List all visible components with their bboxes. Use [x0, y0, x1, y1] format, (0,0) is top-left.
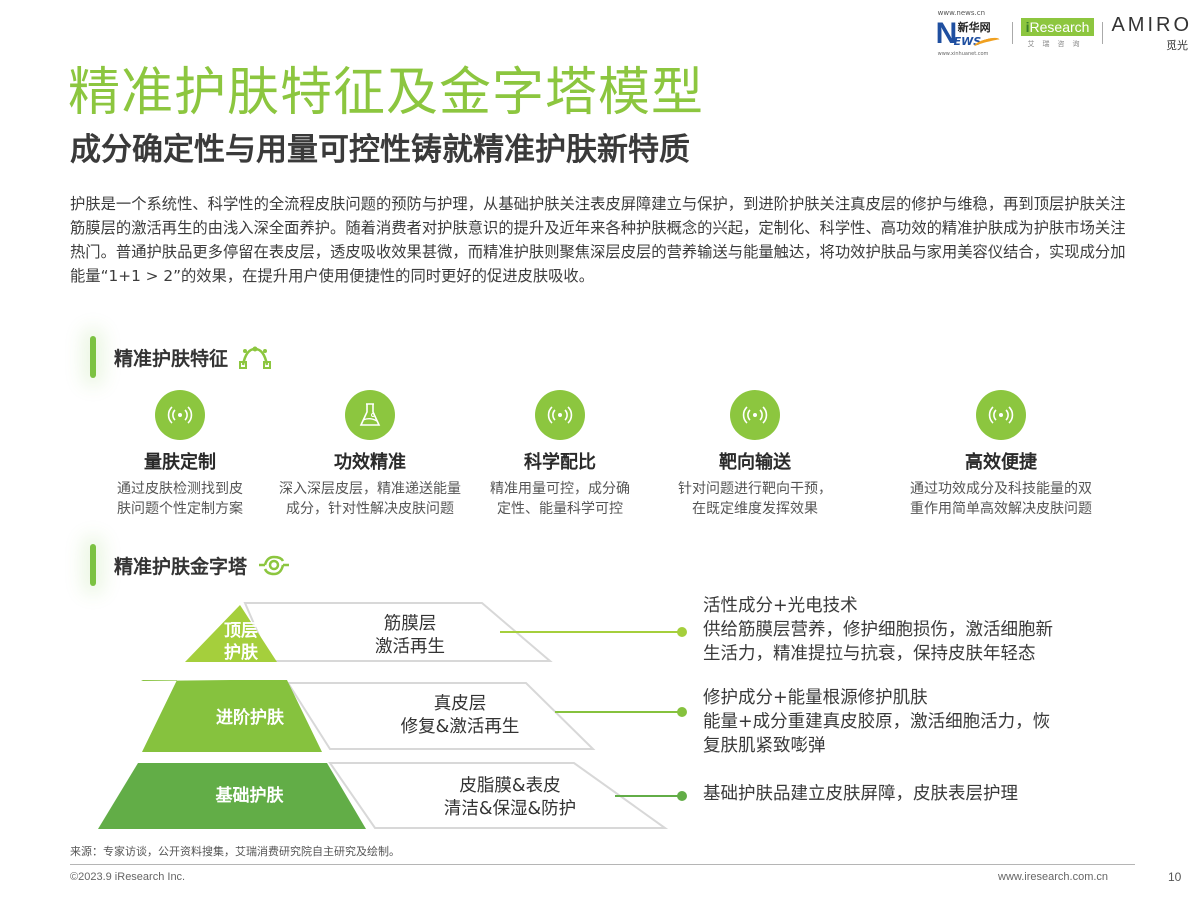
tier-label-text: 顶层	[224, 621, 258, 641]
layer-name: 真皮层	[433, 694, 487, 714]
layer-base: 皮脂膜&表皮 清洁&保湿&防护	[410, 775, 610, 821]
logo-news-ews: EWS	[953, 35, 982, 48]
features-section-heading: 精准护肤特征	[90, 335, 272, 379]
flask-icon	[345, 390, 395, 440]
tier-label-base: 基础护肤	[162, 785, 337, 807]
note-line: 修护成分+能量根源修护肌肤	[703, 688, 928, 708]
note-line: 生活力，精准提拉与抗衰，保持皮肤年轻态	[703, 644, 1036, 664]
pyramid-heading-text: 精准护肤金字塔	[114, 555, 248, 578]
feature-desc: 定性、能量科学可控	[497, 501, 623, 517]
feature-desc: 通过皮肤检测找到皮	[117, 481, 243, 497]
note-line: 供给筋膜层营养，修护细胞损伤，激活细胞新	[703, 620, 1053, 640]
feature-desc: 通过功效成分及科技能量的双	[910, 481, 1092, 497]
features-row: 量肤定制 通过皮肤检测找到皮肤问题个性定制方案 功效精准 深入深层皮层，精准递送…	[90, 390, 1140, 525]
tier-note-top: 活性成分+光电技术 供给筋膜层营养，修护细胞损伤，激活细胞新 生活力，精准提拉与…	[703, 594, 1123, 666]
page-number: 10	[1168, 870, 1182, 884]
note-line: 复肤肌紧致嘭弹	[703, 736, 826, 756]
feature-desc: 针对问题进行靶向干预，	[678, 481, 832, 497]
feature-name: 功效精准	[334, 452, 406, 473]
feature-item: 量肤定制 通过皮肤检测找到皮肤问题个性定制方案	[80, 390, 280, 519]
logo-divider	[1102, 22, 1104, 44]
tier-note-base: 基础护肤品建立皮肤屏障，皮肤表层护理	[703, 782, 1123, 806]
feature-item: 科学配比 精准用量可控，成分确定性、能量科学可控	[460, 390, 660, 519]
tier-note-middle: 修护成分+能量根源修护肌肤 能量+成分重建真皮胶原，激活细胞活力，恢 复肤肌紧致…	[703, 686, 1123, 758]
signal-waves-icon	[535, 390, 585, 440]
footer-divider	[70, 864, 1135, 865]
feature-name: 高效便捷	[965, 452, 1037, 473]
feature-name: 量肤定制	[144, 452, 216, 473]
signal-waves-icon	[155, 390, 205, 440]
logo-amiro-en: AMIRO	[1111, 13, 1192, 36]
layer-name: 筋膜层	[383, 614, 437, 634]
partner-logos: www.news.cn N 新华网 EWS www.xinhuanet.com …	[934, 8, 1192, 58]
pyramid-section-heading: 精准护肤金字塔	[90, 543, 291, 587]
tier-label-top: 顶层 护肤	[208, 620, 274, 664]
logo-news-url: www.news.cn	[937, 9, 986, 17]
note-line: 活性成分+光电技术	[703, 596, 858, 616]
layer-top: 筋膜层 激活再生	[310, 613, 510, 659]
feature-desc: 重作用简单高效解决皮肤问题	[910, 501, 1092, 517]
logo-news-n: N	[935, 17, 958, 50]
accent-bar	[90, 544, 96, 586]
feature-item: 功效精准 深入深层皮层，精准递送能量成分，针对性解决皮肤问题	[270, 390, 470, 519]
eye-link-icon	[259, 555, 290, 576]
logo-ir-sub: 艾瑞咨询	[1027, 39, 1088, 48]
website-link[interactable]: www.iresearch.com.cn	[998, 871, 1109, 883]
tier-label-text: 进阶护肤	[216, 708, 284, 728]
logo-ir-name: Research	[1029, 18, 1090, 35]
tier-label-text: 护肤	[224, 643, 258, 663]
layer-middle: 真皮层 修复&激活再生	[360, 693, 560, 739]
note-line: 能量+成分重建真皮胶原，激活细胞活力，恢	[703, 712, 1051, 732]
logo-news-brand: 新华网	[957, 21, 991, 34]
logo-ir-i: i	[1025, 18, 1030, 35]
pyramid-graphic	[98, 602, 687, 829]
intro-paragraph: 护肤是一个系统性、科学性的全流程皮肤问题的预防与护理，从基础护肤关注表皮屏障建立…	[70, 195, 1126, 285]
feature-desc: 在既定维度发挥效果	[692, 501, 818, 517]
xinhua-news-logo: www.news.cn N 新华网 EWS www.xinhuanet.com	[934, 9, 1004, 57]
signal-waves-icon	[730, 390, 780, 440]
iresearch-logo: iResearch 艾瑞咨询	[1020, 17, 1095, 49]
note-line: 基础护肤品建立皮肤屏障，皮肤表层护理	[703, 784, 1018, 804]
source-note: 来源：专家访谈，公开资料搜集，艾瑞消费研究院自主研究及绘制。	[70, 845, 400, 858]
layer-function: 激活再生	[375, 637, 445, 657]
feature-name: 靶向输送	[719, 452, 791, 473]
tier-label-middle: 进阶护肤	[180, 707, 320, 729]
signal-waves-icon	[976, 390, 1026, 440]
feature-desc: 肤问题个性定制方案	[117, 501, 243, 517]
copyright: ©2023.9 iResearch Inc.	[70, 871, 186, 883]
feature-desc: 深入深层皮层，精准递送能量	[279, 481, 461, 497]
amiro-logo: AMIRO 觅光	[1111, 14, 1192, 53]
feature-desc: 精准用量可控，成分确	[490, 481, 630, 497]
bezier-curve-icon	[239, 346, 272, 369]
logo-divider	[1011, 22, 1013, 44]
skincare-pyramid: 顶层 护肤 进阶护肤 基础护肤 筋膜层 激活再生 真皮层 修复&激活再生 皮脂膜…	[90, 595, 1150, 835]
logo-amiro-zh: 觅光	[1166, 38, 1188, 52]
accent-bar	[90, 336, 96, 378]
layer-name: 皮脂膜&表皮	[459, 776, 561, 796]
feature-item: 高效便捷 通过功效成分及科技能量的双重作用简单高效解决皮肤问题	[886, 390, 1116, 519]
feature-desc: 成分，针对性解决皮肤问题	[286, 501, 454, 517]
tier-label-text: 基础护肤	[215, 786, 284, 806]
feature-name: 科学配比	[524, 452, 596, 473]
page-subtitle: 成分确定性与用量可控性铸就精准护肤新特质	[70, 132, 690, 168]
features-heading-text: 精准护肤特征	[114, 347, 229, 370]
layer-function: 修复&激活再生	[400, 717, 520, 737]
layer-function: 清洁&保湿&防护	[443, 799, 577, 819]
logo-news-bottom: www.xinhuanet.com	[937, 51, 989, 57]
feature-item: 靶向输送 针对问题进行靶向干预， 在既定维度发挥效果	[655, 390, 855, 519]
page-title: 精准护肤特征及金字塔模型	[68, 63, 705, 123]
